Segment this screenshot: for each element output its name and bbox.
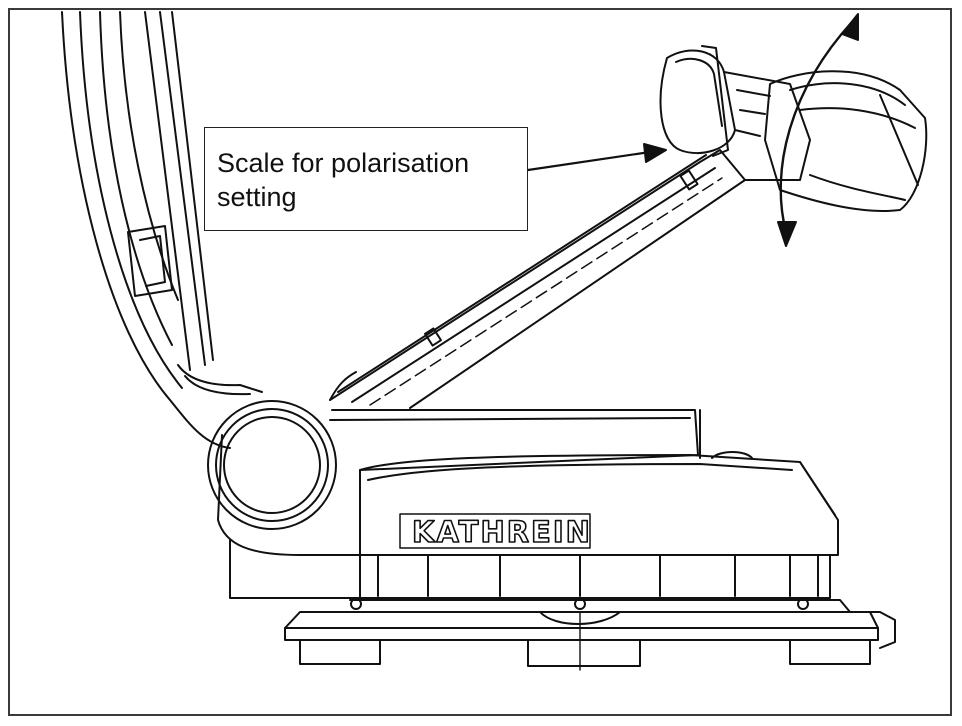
rotation-arrows-icon	[777, 13, 859, 247]
lnb-feed	[659, 45, 928, 212]
polarisation-scale-callout: Scale for polarisation setting	[204, 127, 528, 231]
callout-label: Scale for polarisation setting	[217, 148, 470, 212]
arrow-pointer-icon	[526, 143, 667, 172]
base-housing	[217, 409, 839, 599]
mounting-plate	[284, 598, 896, 671]
dish-reflector	[61, 11, 263, 449]
hinge-disc	[207, 400, 337, 530]
brand-label: KATHREIN	[412, 515, 592, 549]
feed-arm	[329, 149, 746, 409]
